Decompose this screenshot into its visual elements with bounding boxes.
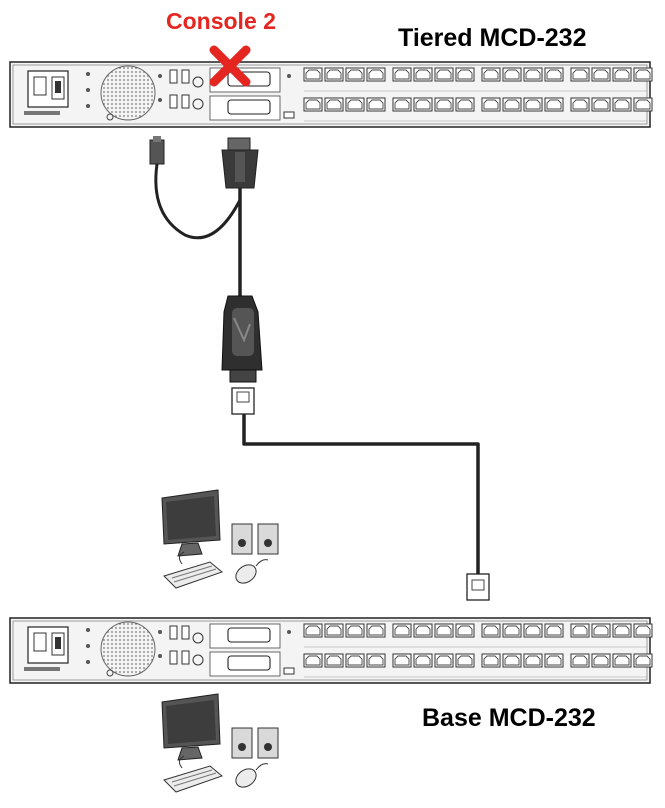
tiered-mcd-232-chassis — [10, 62, 652, 127]
usb-cable — [149, 136, 242, 240]
cat5-cable — [242, 414, 490, 601]
base-mcd-232-chassis — [10, 618, 652, 683]
cim-dongle — [221, 295, 263, 415]
dvi-cable — [221, 137, 259, 296]
local-workstation-icon — [161, 693, 279, 793]
base-unit-label: Base MCD-232 — [422, 704, 596, 732]
tiered-unit-label: Tiered MCD-232 — [398, 24, 587, 52]
console-workstation-icon — [161, 489, 279, 589]
red-x-icon — [209, 45, 251, 87]
console-2-label: Console 2 — [166, 8, 276, 34]
